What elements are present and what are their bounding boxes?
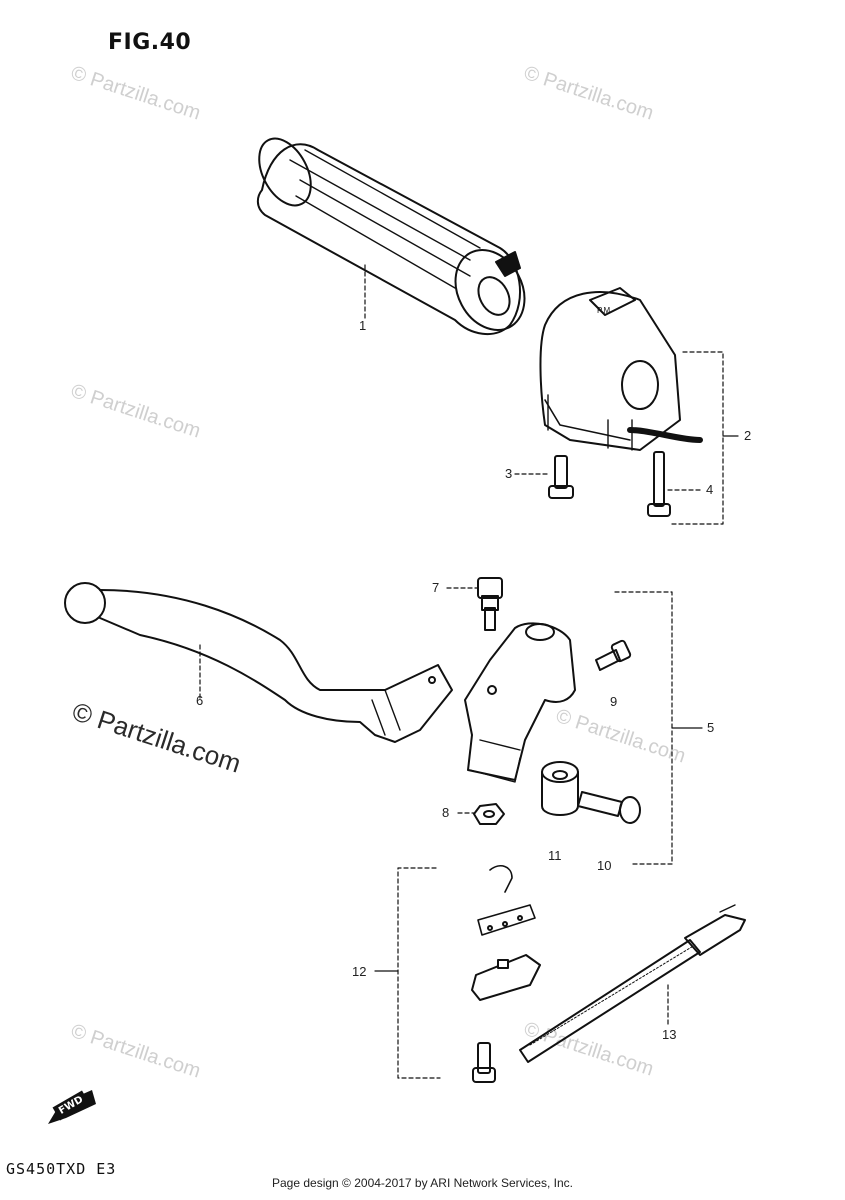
callout-13: 13 <box>662 1027 677 1042</box>
callout-5: 5 <box>707 720 715 735</box>
callout-1: 1 <box>359 318 367 333</box>
model-code: GS450TXD E3 <box>6 1160 117 1178</box>
callout-10: 10 <box>597 858 612 873</box>
callout-11: 11 <box>548 848 562 863</box>
switch-housing-part-2: P.M <box>539 287 703 451</box>
callout-7: 7 <box>432 580 440 595</box>
switch-kit-part-12 <box>471 865 541 1083</box>
callout-9: 9 <box>610 694 618 709</box>
callout-3: 3 <box>505 466 513 481</box>
bolt-part-10 <box>577 791 641 824</box>
screw-part-3 <box>548 455 574 499</box>
screw-part-9 <box>595 639 632 671</box>
clutch-lever-part-6 <box>64 582 453 743</box>
cable-tie-part-13 <box>519 904 746 1063</box>
footer-copyright: Page design © 2004-2017 by ARI Network S… <box>271 1176 573 1190</box>
svg-text:P.M: P.M <box>597 306 611 315</box>
grip-part-1 <box>256 137 526 336</box>
callout-2: 2 <box>744 428 752 443</box>
callout-4: 4 <box>706 482 714 497</box>
nut-part-8 <box>473 803 505 825</box>
callout-12: 12 <box>352 964 367 979</box>
callout-6: 6 <box>196 693 204 708</box>
figure-title: FIG.40 <box>108 30 192 55</box>
pivot-bolt-part-7 <box>477 577 503 631</box>
screw-part-4 <box>647 451 671 517</box>
collar-part-11 <box>541 761 579 816</box>
callout-8: 8 <box>442 805 450 820</box>
lever-holder-part-5 <box>464 622 576 783</box>
